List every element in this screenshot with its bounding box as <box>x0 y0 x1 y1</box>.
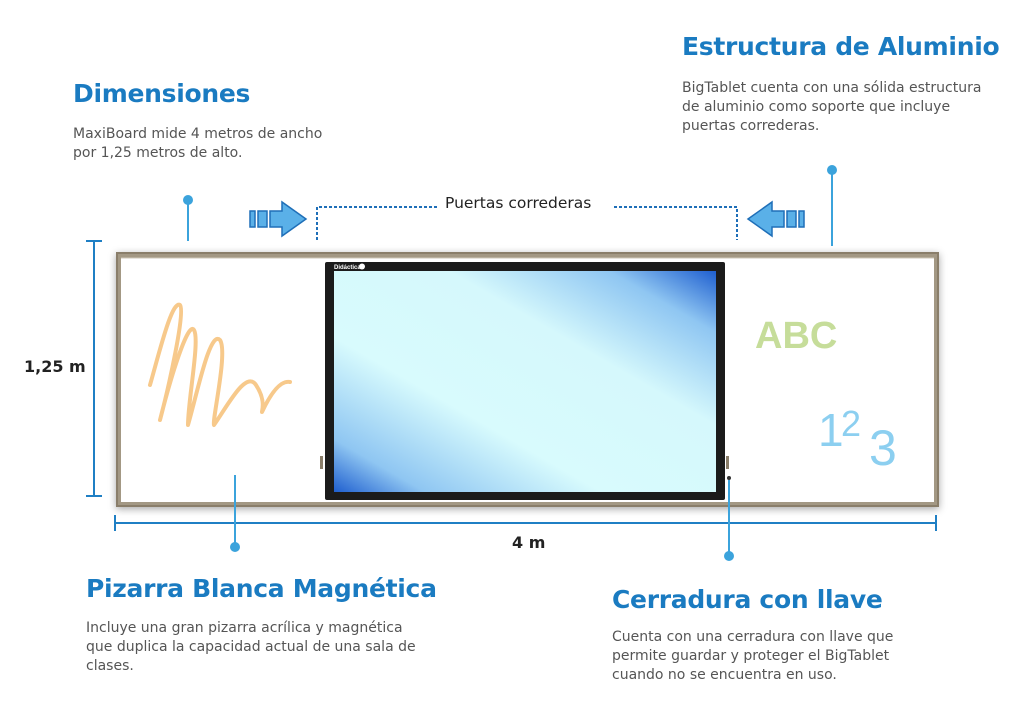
structure-text-line-1: BigTablet cuenta con una sólida estructu… <box>682 80 982 96</box>
dimensions-description: MaxiBoard mide 4 metros de ancho por 1,2… <box>73 125 373 163</box>
height-dimension-line <box>86 240 102 497</box>
dimensions-text-line-1: MaxiBoard mide 4 metros de ancho <box>73 126 323 142</box>
left-arrow-icon <box>746 200 805 238</box>
width-dimension-line <box>114 515 937 531</box>
structure-heading: Estructura de Aluminio <box>682 32 1000 61</box>
width-label: 4 m <box>512 533 546 552</box>
bigtablet-screen <box>325 262 725 500</box>
structure-description: BigTablet cuenta con una sólida estructu… <box>682 79 1002 136</box>
callout-structure <box>827 165 837 246</box>
number-three: 3 <box>869 420 897 476</box>
callout-lock <box>724 476 734 561</box>
height-label: 1,25 m <box>24 357 86 376</box>
sliding-doors-label: Puertas correderas <box>441 194 596 212</box>
structure-text-line-2: de aluminio como soporte que incluye <box>682 99 951 115</box>
number-two: 2 <box>841 403 861 444</box>
sliding-doors-bracket <box>316 206 738 240</box>
lock-description: Cuenta con una cerradura con llave que p… <box>612 628 932 685</box>
whiteboard-text-line-3: clases. <box>86 658 134 674</box>
lock-heading: Cerradura con llave <box>612 585 883 614</box>
whiteboard-heading: Pizarra Blanca Magnética <box>86 574 437 603</box>
dimensions-heading: Dimensiones <box>73 79 251 108</box>
callout-whiteboard <box>230 475 240 552</box>
scribble-drawing <box>148 302 292 427</box>
right-door-handle <box>726 456 729 469</box>
dimensions-text-line-2: por 1,25 metros de alto. <box>73 145 243 161</box>
abc-letters: ABC <box>755 315 837 357</box>
left-door-handle <box>320 456 323 469</box>
whiteboard-text-line-1: Incluye una gran pizarra acrílica y magn… <box>86 620 403 636</box>
right-arrow-icon <box>249 200 308 238</box>
brand-logo: Didáctica <box>334 265 361 271</box>
lock-text-line-2: permite guardar y proteger el BigTablet <box>612 648 890 664</box>
lock-text-line-3: cuando no se encuentra en uso. <box>612 667 837 683</box>
structure-text-line-3: puertas correderas. <box>682 118 820 134</box>
whiteboard-description: Incluye una gran pizarra acrílica y magn… <box>86 619 446 676</box>
callout-dimensions <box>183 195 193 241</box>
number-one: 1 <box>818 404 844 456</box>
whiteboard-text-line-2: que duplica la capacidad actual de una s… <box>86 639 416 655</box>
lock-text-line-1: Cuenta con una cerradura con llave que <box>612 629 894 645</box>
